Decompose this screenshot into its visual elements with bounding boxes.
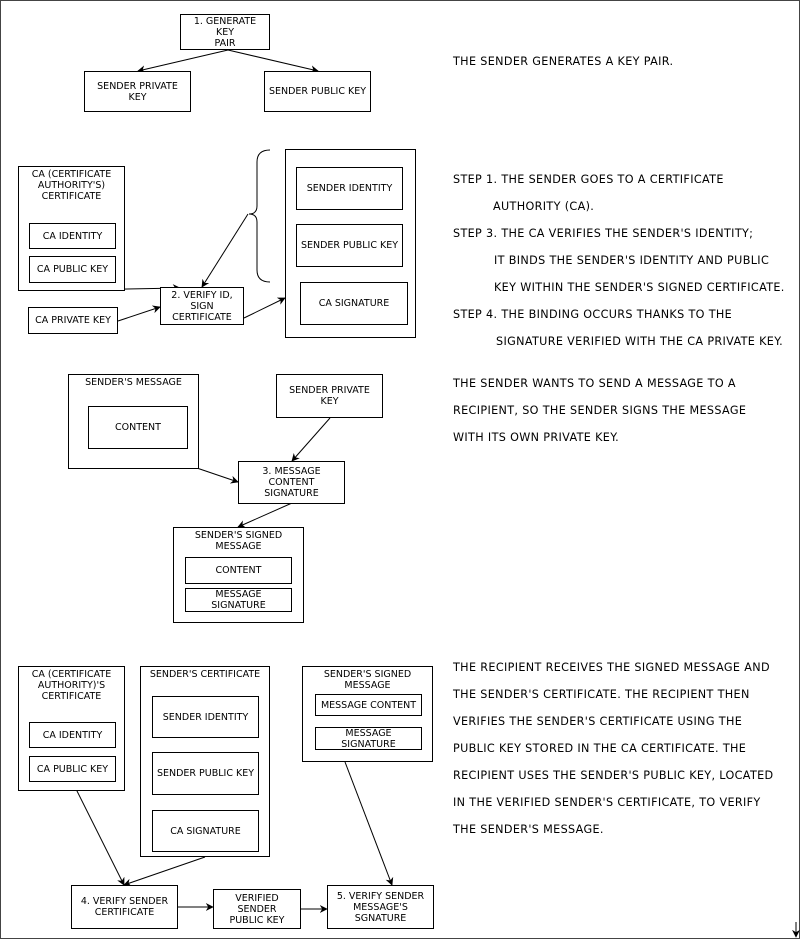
sender-public-key-box: SENDER PUBLIC KEY [152,752,259,795]
note-line: STEP 4. THE BINDING OCCURS THANKS TO THE [453,308,733,321]
certificate-brace [248,149,271,283]
message-signature-box: MESSAGE SIGNATURE [315,727,422,750]
arrow-brace-to-verify [201,213,249,288]
note-line: AUTHORITY (CA). [493,200,595,213]
arrow-message-signature-to-verify-signature [344,761,394,886]
note-line: THE SENDER'S MESSAGE. [453,823,604,836]
message-content-signature-box: 3. MESSAGE CONTENT SIGNATURE [238,461,345,504]
sender-identity-box: SENDER IDENTITY [296,167,403,210]
arrow-ca-public-key-to-verify-certificate [71,780,125,886]
ca-signature-box: CA SIGNATURE [152,810,259,852]
generate-key-pair-box: 1. GENERATE KEY PAIR [180,14,270,50]
note-message-signing: THE SENDER WANTS TO SEND A MESSAGE TO A … [453,370,746,451]
note-line: SIGNATURE VERIFIED WITH THE CA PRIVATE K… [496,335,784,348]
message-content-box: MESSAGE CONTENT [315,694,422,716]
ca-public-key-box: CA PUBLIC KEY [29,256,116,283]
note-recipient-verification: THE RECIPIENT RECEIVES THE SIGNED MESSAG… [453,654,774,843]
note-line: IN THE VERIFIED SENDER'S CERTIFICATE, TO… [453,796,761,809]
note-generate-key-pair: THE SENDER GENERATES A KEY PAIR. [453,48,673,75]
note-line: THE RECIPIENT RECEIVES THE SIGNED MESSAG… [453,661,770,674]
note-certificate-authority: STEP 1. THE SENDER GOES TO A CERTIFICATE… [453,166,785,355]
note-line: WITH ITS OWN PRIVATE KEY. [453,431,620,444]
note-line: PUBLIC KEY STORED IN THE CA CERTIFICATE.… [453,742,747,755]
arrow-verify-to-certificate [243,297,286,319]
verify-sender-certificate-box: 4. VERIFY SENDER CERTIFICATE [71,885,178,929]
note-line: IT BINDS THE SENDER'S IDENTITY AND PUBLI… [494,254,770,267]
note-line: THE SENDER WANTS TO SEND A MESSAGE TO A [453,377,736,390]
note-line: RECIPIENT, SO THE SENDER SIGNS THE MESSA… [453,404,747,417]
sender-private-key-box: SENDER PRIVATE KEY [84,71,191,112]
ca-public-key-box: CA PUBLIC KEY [29,756,116,782]
verify-sign-certificate-box: 2. VERIFY ID, SIGN CERTIFICATE [160,287,244,325]
ca-private-key-box: CA PRIVATE KEY [28,307,118,334]
arrow-generate-to-private-key [137,49,229,74]
verify-message-signature-box: 5. VERIFY SENDER MESSAGE'S SGNATURE [327,885,434,929]
sender-identity-box: SENDER IDENTITY [152,696,259,738]
sender-private-key-box: SENDER PRIVATE KEY [276,374,383,418]
ca-identity-box: CA IDENTITY [29,722,116,748]
note-line: KEY WITHIN THE SENDER'S SIGNED CERTIFICA… [494,281,785,294]
arrow-generate-to-public-key [227,49,319,74]
note-line: THE SENDER'S CERTIFICATE. THE RECIPIENT … [453,688,750,701]
content-box: CONTENT [88,406,188,449]
sender-public-key-box: SENDER PUBLIC KEY [264,71,371,112]
note-line: THE SENDER GENERATES A KEY PAIR. [453,55,674,68]
verified-sender-public-key-box: VERIFIED SENDER PUBLIC KEY [213,889,301,929]
message-signature-box: MESSAGE SIGNATURE [185,588,292,612]
ca-identity-box: CA IDENTITY [29,223,116,249]
sender-public-key-box: SENDER PUBLIC KEY [296,224,403,267]
arrow-signature-to-signed-message [237,502,293,528]
note-line: RECIPIENT USES THE SENDER'S PUBLIC KEY, … [453,769,774,782]
note-line: STEP 1. THE SENDER GOES TO A CERTIFICATE [453,173,724,186]
note-line: STEP 3. THE CA VERIFIES THE SENDER'S IDE… [453,227,754,240]
note-line: VERIFIES THE SENDER'S CERTIFICATE USING … [453,715,743,728]
arrow-certificate-to-verify-certificate [123,856,206,887]
arrow-private-key-to-signature [291,417,331,462]
arrow-ca-private-key-to-verify [117,305,161,322]
ca-signature-box: CA SIGNATURE [300,282,408,325]
signed-content-box: CONTENT [185,557,292,584]
